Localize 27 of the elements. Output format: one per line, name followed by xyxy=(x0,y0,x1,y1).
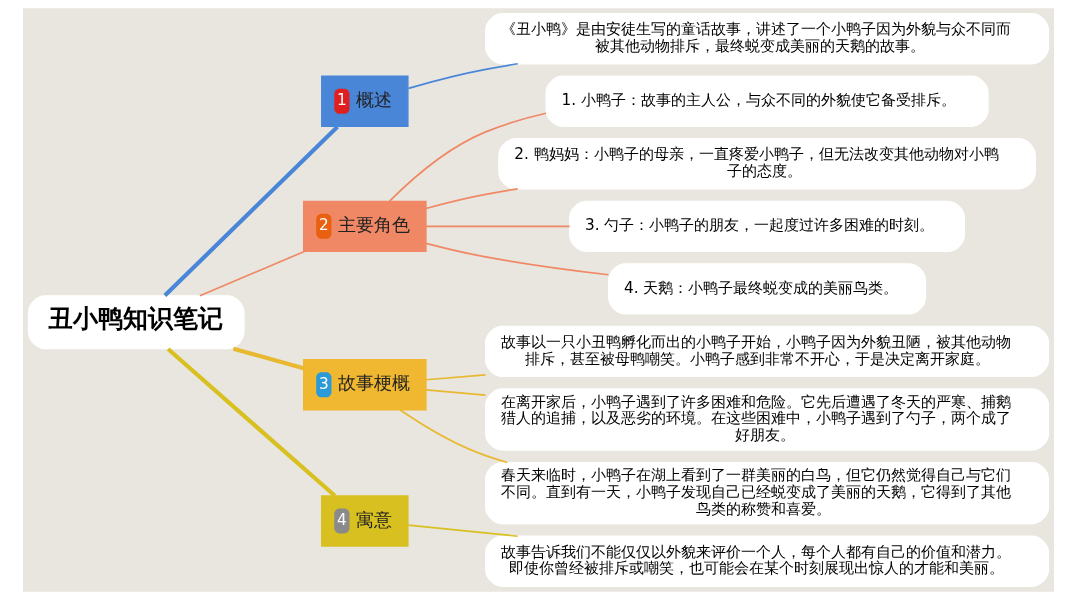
connector xyxy=(425,188,519,210)
node-box: 3 故事梗概 xyxy=(303,359,427,411)
node-box: 2 主要角色 xyxy=(303,200,427,253)
connector xyxy=(425,373,487,381)
node-box: 4. 天鹅：小鸭子最终蜕变成的美丽鸟类。 xyxy=(607,263,927,315)
connector xyxy=(232,346,305,371)
node-box: 3. 勺子：小鸭子的朋友，一起度过许多困难的时刻。 xyxy=(569,200,966,253)
node-box: 故事告诉我们不能仅仅以外貌来评价一个人，每个人都有自己的价值和潜力。即使你曾经被排斥或嘲笑，也可能会在某个时刻展现出惊人的才能和美丽。 xyxy=(485,535,1050,587)
connector xyxy=(425,242,610,276)
node-box: 1. 小鸭子：故事的主人公，与众不同的外貌使它备受排斥。 xyxy=(545,75,989,127)
connector xyxy=(407,524,519,538)
connector xyxy=(399,408,509,464)
connector xyxy=(166,347,337,498)
connector xyxy=(425,389,487,396)
node-box: 在离开家后，小鸭子遇到了许多困难和危险。它先后遭遇了冬天的严寒、捕鹅猎人的追捕，以及恶劣的环境。在这些困难中，小鸭子遇到了勺子，两个成了好朋友。 xyxy=(485,388,1050,451)
node-box: 4 寓意 xyxy=(321,495,409,547)
node-box: 1 概述 xyxy=(321,75,409,127)
connector xyxy=(163,125,339,298)
node-box: 丑小鸭知识笔记 xyxy=(27,295,245,350)
node-box: 故事以一只小丑鸭孵化而出的小鸭子开始，小鸭子因为外貌丑陋，被其他动物排斥，甚至被母鸭嘲笑。小鸭子感到非常不开心，于是决定离开家庭。 xyxy=(485,325,1050,378)
node-box: 2. 鸭妈妈：小鸭子的母亲，一直疼爱小鸭子，但无法改变其他动物对小鸭子的态度。 xyxy=(498,138,1036,190)
node-box: 春天来临时，小鸭子在湖上看到了一群美丽的白鸟，但它仍然觉得自己与它们不同。直到有一天，小鸭子发现自己已经蜕变成了美丽的天鹅，它得到了其他鸟类的称赞和喜爱。 xyxy=(485,461,1050,525)
connector xyxy=(388,112,547,202)
connector xyxy=(425,225,571,228)
node-box: 《丑小鸭》是由安徒生写的童话故事，讲述了一个小鸭子因为外貌与众不同而被其他动物排斥，最终蜕变成美丽的天鹅的故事。 xyxy=(485,13,1050,65)
connector xyxy=(199,250,306,297)
connector xyxy=(407,62,519,90)
